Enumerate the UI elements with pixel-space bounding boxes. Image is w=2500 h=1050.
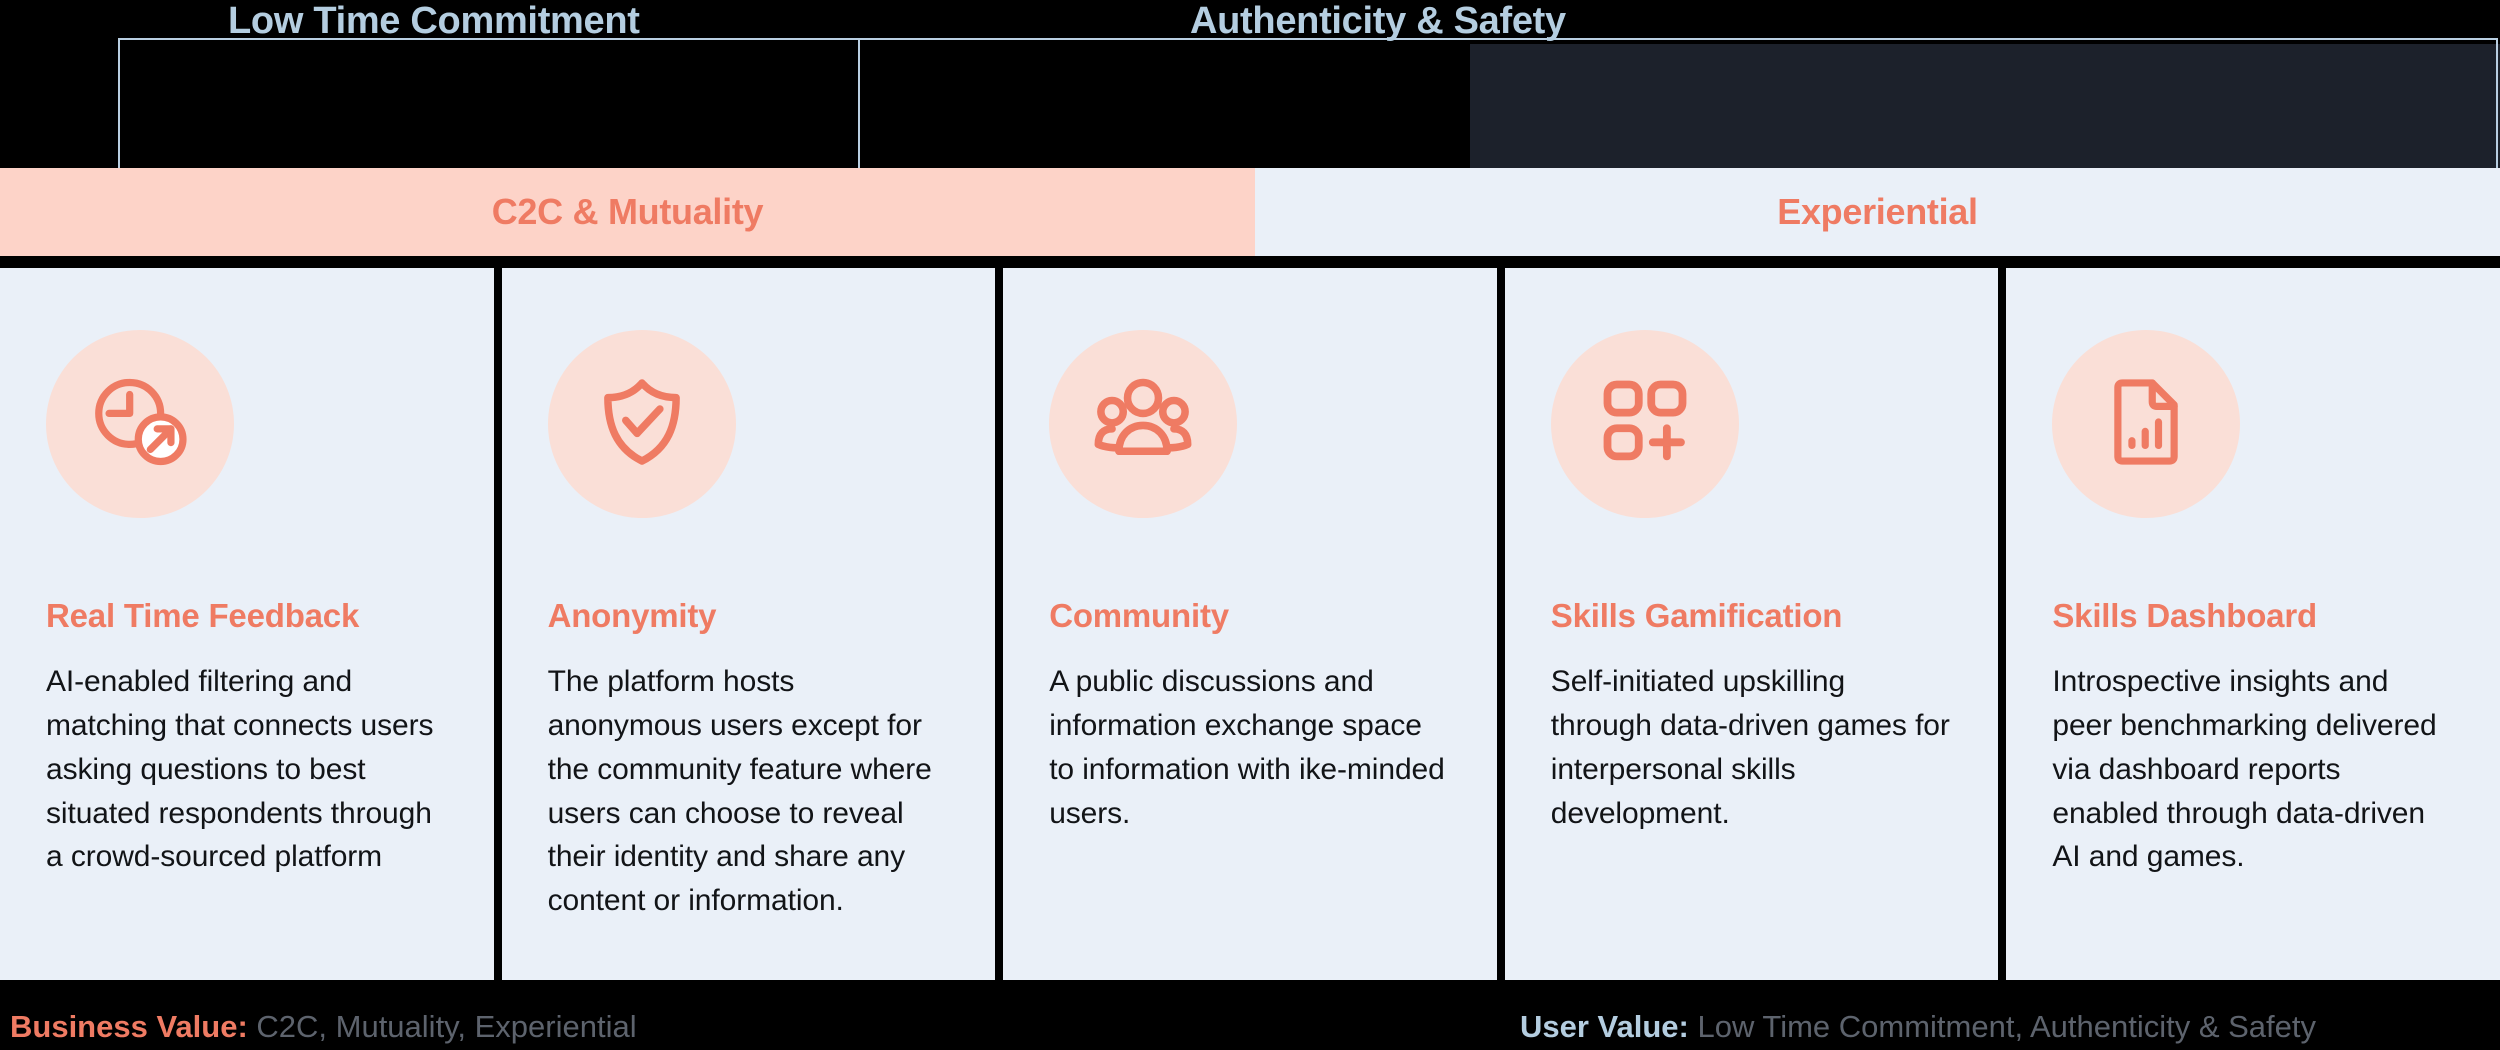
dark-panel [1470, 44, 2500, 168]
banner-c2c-mutuality: C2C & Mutuality [0, 168, 1255, 256]
user-value-label: User Value: [1520, 1009, 1689, 1044]
business-value-label: Business Value: [10, 1009, 248, 1044]
card-anonymity[interactable]: Anonymity The platform hosts anonymous u… [501, 268, 996, 980]
business-value-line: Business Value: C2C, Mutuality, Experien… [10, 1011, 637, 1042]
banner-row: C2C & Mutuality Experiential [0, 168, 2500, 256]
card-body: Introspective insights and peer benchmar… [2052, 665, 2437, 874]
people-group-icon [1088, 367, 1198, 482]
icon-badge [1049, 330, 1238, 518]
card-body: Self-initiated upskilling through data-d… [1550, 665, 1950, 830]
card-title: Anonymity [547, 597, 717, 634]
card-real-time-feedback[interactable]: Real Time Feedback AI-enabled filtering … [0, 268, 494, 980]
card-body: The platform hosts anonymous users excep… [547, 665, 932, 918]
card-skills-dashboard[interactable]: Skills Dashboard Introspective insights … [2006, 268, 2500, 980]
apps-plus-icon [1595, 372, 1695, 477]
document-chart-icon [2096, 372, 2196, 477]
shield-check-icon [590, 370, 694, 479]
icon-badge [547, 330, 736, 518]
card-skills-gamification[interactable]: Skills Gamification Self-initiated upski… [1504, 268, 1999, 980]
bracket-low-time-commitment [118, 38, 860, 168]
banner-experiential: Experiential [1255, 168, 2500, 256]
clock-arrow-icon [85, 367, 195, 482]
feature-cards-row: Real Time Feedback AI-enabled filtering … [0, 268, 2500, 980]
card-body: AI-enabled filtering and matching that c… [46, 665, 434, 874]
card-body: A public discussions and information exc… [1049, 665, 1445, 830]
card-community[interactable]: Community A public discussions and infor… [1003, 268, 1497, 980]
bracket-zone: Low Time Commitment Authenticity & Safet… [0, 0, 2500, 168]
user-value-text: Low Time Commitment, Authenticity & Safe… [1688, 1009, 2317, 1044]
bracket-label-low-time-commitment: Low Time Commitment [228, 0, 640, 42]
icon-badge [2052, 330, 2241, 518]
business-value-text: C2C, Mutuality, Experiential [247, 1009, 637, 1044]
bracket-label-authenticity-safety: Authenticity & Safety [1190, 0, 1566, 42]
icon-badge [1550, 330, 1739, 518]
card-title: Skills Dashboard [2052, 597, 2317, 634]
icon-badge [46, 330, 234, 518]
footer-bar: Business Value: C2C, Mutuality, Experien… [0, 984, 2500, 1050]
card-title: Skills Gamification [1550, 597, 1843, 634]
bracket-authenticity-safety [858, 38, 2498, 168]
card-title: Community [1049, 597, 1229, 634]
card-title: Real Time Feedback [46, 597, 360, 634]
user-value-line: User Value: Low Time Commitment, Authent… [1520, 1011, 2316, 1042]
